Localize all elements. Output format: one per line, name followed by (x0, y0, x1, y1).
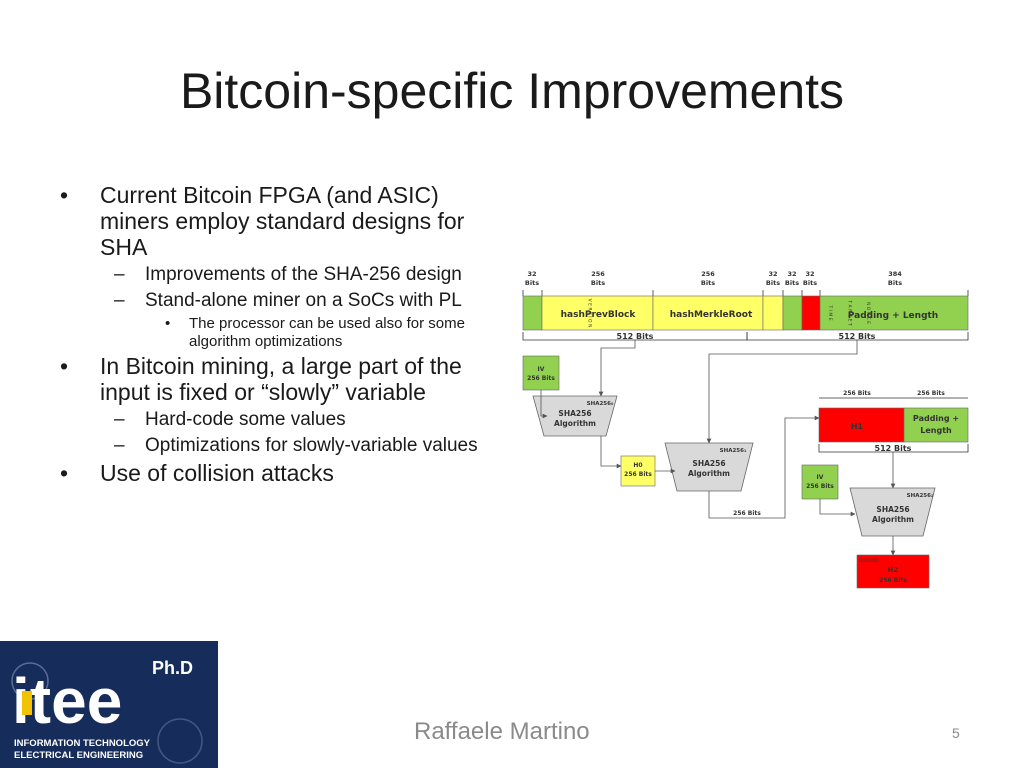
iv-box-2 (801, 464, 839, 500)
bullet-3-text: Use of collision attacks (100, 460, 334, 486)
bits-count-target: 32 (787, 270, 796, 278)
bits-word: Bits (803, 279, 817, 287)
block3-size: 512 Bits (875, 444, 912, 453)
bullet-2: • In Bitcoin mining, a large part of the… (58, 353, 498, 405)
sha256-block-0 (532, 395, 618, 437)
block1-size: 512 Bits (617, 332, 654, 341)
h1-box (818, 407, 905, 443)
dash-marker: – (114, 290, 125, 311)
h0-bits: 256 Bits (624, 471, 652, 478)
dash-marker: – (114, 409, 125, 430)
sha0-tag: SHA256₀ (587, 401, 614, 407)
h2-bits: 256 Bits (879, 577, 907, 584)
sha256-block-1 (664, 442, 754, 492)
bits-count-merkle: 256 (701, 270, 715, 278)
bullet-marker: • (60, 182, 69, 208)
target-label: T A R G E T (847, 299, 853, 325)
sub-bullet-2-2: – Optimizations for slowly-variable valu… (58, 434, 498, 457)
h1-label: H1 (851, 422, 864, 431)
logo-line1: INFORMATION TECHNOLOGY (14, 738, 151, 749)
sha0-title: SHA256 (558, 409, 591, 418)
bits-word: Bits (766, 279, 780, 287)
field-merkle-root (652, 295, 764, 331)
field-nonce (801, 295, 821, 331)
pad2-line2: Length (920, 426, 952, 435)
block2-size: 512 Bits (839, 332, 876, 341)
sub-bullet-1-2: – Stand-alone miner on a SoCs with PL (58, 289, 498, 312)
slide-title: Bitcoin-specific Improvements (179, 63, 845, 119)
prev-block-label: hashPrevBlock (561, 310, 637, 320)
sha256-block-2 (849, 487, 936, 537)
padding2-box (903, 407, 969, 443)
field-prev-block (541, 295, 654, 331)
page-number: 5 (952, 725, 960, 741)
h1-bits-top: 256 Bits (843, 390, 871, 397)
sha0-title-2: Algorithm (554, 419, 596, 428)
h2-box (856, 554, 930, 589)
link-bits: 256 Bits (733, 510, 761, 517)
bits-word: Bits (591, 279, 605, 287)
time-label: T I M E (827, 304, 833, 320)
bullet-marker: • (60, 460, 69, 486)
bits-word: Bits (785, 279, 799, 287)
iv-label-2: IV (817, 474, 824, 481)
h2-small: 0000000... (859, 558, 883, 564)
dash-marker: – (114, 264, 125, 285)
field-version (522, 295, 543, 331)
dash-marker: – (114, 435, 125, 456)
bits-word: Bits (525, 279, 539, 287)
h0-label: H0 (633, 462, 642, 469)
iv-bits-2: 256 Bits (806, 483, 834, 490)
sha2-tag: SHA256₂ (907, 493, 934, 499)
sub-bullet-1-2-text: Stand-alone miner on a SoCs with PL (145, 290, 462, 311)
logo-phd: Ph.D (152, 658, 193, 678)
pad2-bits-top: 256 Bits (917, 390, 945, 397)
h0-box (620, 455, 656, 487)
bullet-marker: • (165, 315, 171, 332)
bits-count-prevblock: 256 (591, 270, 605, 278)
bits-word: Bits (888, 279, 902, 287)
bullet-3: • Use of collision attacks (58, 460, 498, 486)
iv-bits-1: 256 Bits (527, 375, 555, 382)
sub-sub-bullet-1-2-1: • The processor can be used also for som… (58, 315, 498, 351)
merkle-root-label: hashMerkleRoot (670, 310, 753, 320)
sha256-double-hash-diagram: 32 Bits 256 Bits 256 Bits 32 Bits 32 Bit… (522, 270, 969, 589)
bits-count-nonce: 32 (805, 270, 814, 278)
sub-sub-bullet-text: The processor can be used also for some … (189, 315, 465, 350)
sub-bullet-1-1-text: Improvements of the SHA-256 design (145, 264, 462, 285)
iv-box-1 (522, 355, 560, 391)
field-target (782, 295, 803, 331)
bullet-marker: • (60, 353, 69, 379)
bits-word: Bits (701, 279, 715, 287)
itee-phd-logo: Ph.D itee INFORMATION TECHNOLOGY ELECTRI… (0, 641, 218, 768)
pad2-line1: Padding + (913, 414, 959, 423)
bits-count-padding: 384 (888, 270, 902, 278)
version-label: V E R S I O N (587, 299, 593, 328)
h2-label: H2 (888, 566, 899, 574)
bullet-1-text: Current Bitcoin FPGA (and ASIC) miners e… (100, 182, 465, 260)
sha1-tag: SHA256₁ (720, 448, 747, 454)
bullet-2-text: In Bitcoin mining, a large part of the i… (100, 353, 462, 405)
sha2-title-2: Algorithm (872, 515, 914, 524)
field-padding (819, 295, 969, 331)
sha1-title-2: Algorithm (688, 469, 730, 478)
bits-count-time: 32 (768, 270, 777, 278)
bits-count-version: 32 (527, 270, 536, 278)
bullet-1: • Current Bitcoin FPGA (and ASIC) miners… (58, 182, 498, 260)
sub-bullet-2-2-text: Optimizations for slowly-variable values (145, 435, 478, 456)
footer-author: Raffaele Martino (414, 718, 590, 745)
nonce-label: N O N C E (865, 302, 871, 324)
sub-bullet-2-1: – Hard-code some values (58, 408, 498, 431)
bullet-list: • Current Bitcoin FPGA (and ASIC) miners… (58, 182, 498, 488)
sha2-title: SHA256 (876, 505, 909, 514)
sub-bullet-2-1-text: Hard-code some values (145, 409, 346, 430)
logo-line2: ELECTRICAL ENGINEERING (14, 750, 143, 761)
sha1-title: SHA256 (692, 459, 725, 468)
sub-bullet-1-1: – Improvements of the SHA-256 design (58, 263, 498, 286)
padding-label: Padding + Length (848, 311, 938, 321)
field-time (762, 295, 784, 331)
iv-label-1: IV (538, 366, 545, 373)
